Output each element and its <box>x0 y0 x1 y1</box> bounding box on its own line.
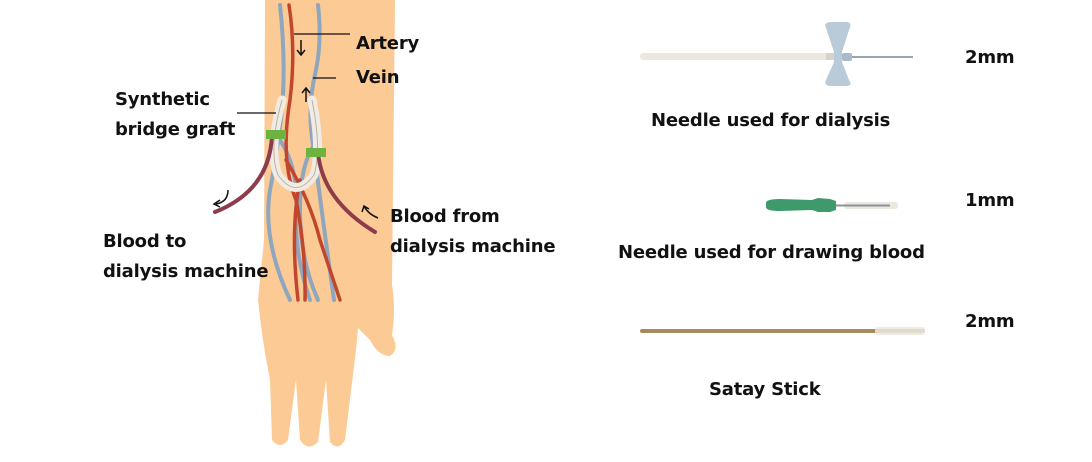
leader-lines <box>237 33 350 114</box>
blood-from-line1: Blood from <box>390 206 500 227</box>
vein-label: Vein <box>356 67 400 88</box>
blood-to-line2: dialysis machine <box>103 261 269 282</box>
blood-needle-size: 1mm <box>965 190 1015 211</box>
blood-from-line2: dialysis machine <box>390 236 556 257</box>
arm-illustration <box>258 0 396 447</box>
tube-illustration <box>213 133 377 234</box>
arrow-down-icon <box>296 40 306 57</box>
satay-stick-illustration <box>640 327 925 335</box>
graft-label: Synthetic bridge graft <box>115 85 235 145</box>
flow-arrows <box>212 40 379 219</box>
blood-to-line1: Blood to <box>103 231 187 252</box>
clamp-icon <box>306 148 326 157</box>
graft-label-line2: bridge graft <box>115 119 236 140</box>
curved-arrow-icon <box>212 189 229 208</box>
graft-label-line1: Synthetic <box>115 89 210 110</box>
clamp-icon <box>266 130 286 139</box>
blood-needle-illustration <box>766 198 898 212</box>
dialysis-needle-label: Needle used for dialysis <box>651 110 891 131</box>
artery-label: Artery <box>356 33 420 54</box>
blood-to-machine-label: Blood to dialysis machine <box>103 227 269 287</box>
dialysis-needle-size: 2mm <box>965 47 1015 68</box>
arrow-up-icon <box>301 86 311 102</box>
dialysis-needle-illustration <box>640 22 913 86</box>
curved-arrow-icon <box>361 204 379 219</box>
satay-stick-size: 2mm <box>965 311 1015 332</box>
blood-from-machine-label: Blood from dialysis machine <box>390 202 556 262</box>
satay-stick-label: Satay Stick <box>709 379 821 400</box>
blood-needle-label: Needle used for drawing blood <box>618 242 925 263</box>
